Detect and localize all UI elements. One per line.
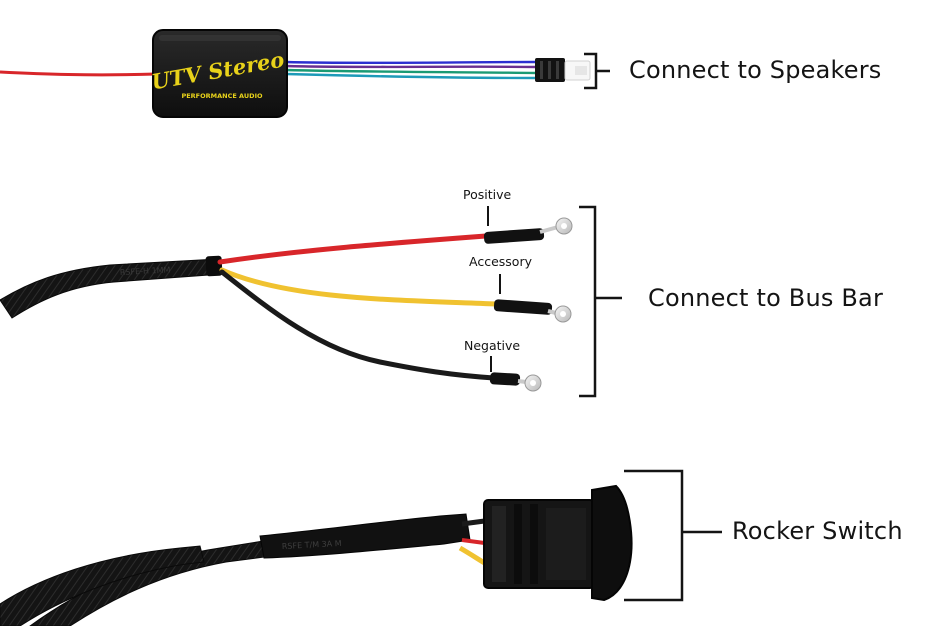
busbar-bracket [579,205,622,398]
accessory-wire [219,267,499,307]
negative-heatshrink [489,372,521,386]
negative-wire [219,269,497,381]
accessory-label: Accessory [469,254,532,269]
speakers-bracket [584,52,610,90]
amplifier-module [152,29,288,118]
negative-label: Negative [464,338,521,353]
speaker-module-group: UTV Stereo PERFORMANCE AUDIO [0,29,610,118]
rocker-sleeve-print: RSFE T/M 3A M [282,539,342,551]
busbar-braided-sleeve [0,258,223,319]
connect-to-bus-bar-label: Connect to Bus Bar [648,284,884,312]
rocker-switch-face [591,484,633,602]
rocker-bracket [624,469,722,602]
red-power-wire [0,70,157,77]
accessory-heatshrink [493,299,553,315]
positive-wire [217,233,489,265]
connect-to-speakers-label: Connect to Speakers [629,56,882,84]
busbar-sleeve-print: RSFE-H 1MM [120,265,171,277]
module-subtitle: PERFORMANCE AUDIO [181,92,263,100]
rocker-group: RSFE T/M 3A M [0,469,722,627]
speaker-wires [285,60,537,80]
rocker-switch-label: Rocker Switch [732,517,903,545]
rocker-braided-cable-2 [0,545,205,627]
positive-heatshrink [483,228,545,244]
positive-label: Positive [463,187,512,202]
busbar-group: RSFE-H 1MM [0,205,622,398]
rocker-heatshrink [259,513,471,559]
